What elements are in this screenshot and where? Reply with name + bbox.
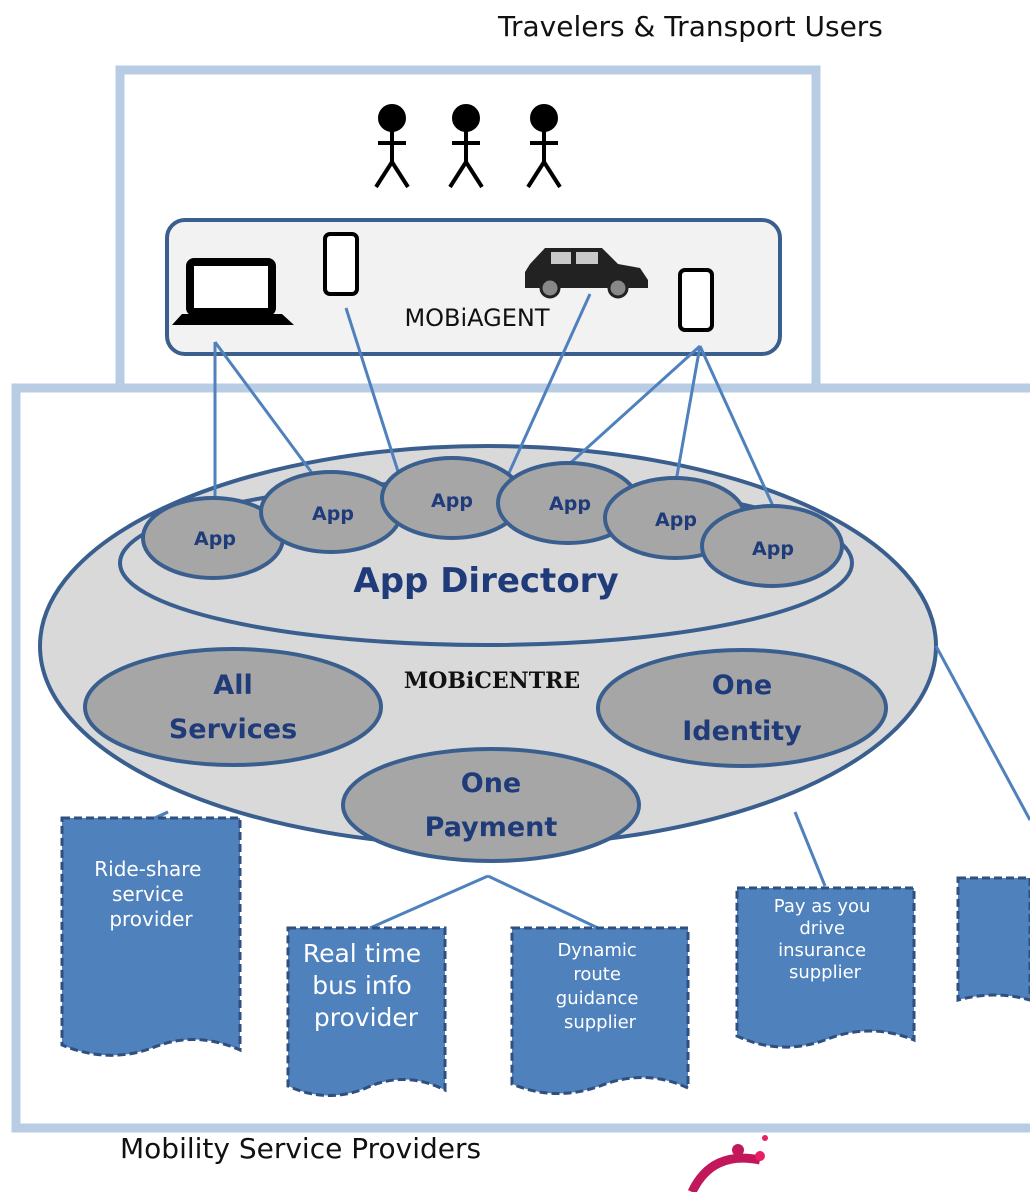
provider-dynamic-route [510,926,690,1095]
one-identity-label: Identity [682,716,802,747]
provider-ride-share-label: Ride-share service provider [94,857,207,931]
one-payment-label: One [461,768,522,799]
person-icon [374,104,410,189]
one-identity-label: One [712,670,773,701]
app-label: App [655,509,697,531]
app-label: App [194,528,236,550]
app-label: App [312,503,354,525]
connection-lines [147,293,1030,930]
person-icon [526,104,562,189]
all-services-label: All [213,670,252,701]
logo-icon [687,1135,768,1192]
app-label: App [752,538,794,560]
mobicentre-label: MOBiCENTRE [404,668,580,694]
app-label: App [431,490,473,512]
person-icon [448,104,484,189]
mobiagent-label: MOBiAGENT [404,304,549,332]
provider-pay-as-you-drive [735,886,916,1049]
all-services-ellipse [83,647,383,767]
provider-dynamic-route-label: Dynamic route guidance supplier [556,940,644,1033]
mobiagent-box [165,218,782,356]
travelers-title: Travelers & Transport Users [498,10,883,43]
one-payment-ellipse [341,747,641,863]
laptop-icon [172,258,294,325]
app-label: App [549,493,591,515]
providers-title: Mobility Service Providers [120,1132,482,1165]
smartphone-icon [323,232,359,296]
provider-partial [956,876,1030,1002]
all-services-label: Services [169,714,297,745]
car-icon [525,248,648,299]
provider-pay-as-you-drive-label: Pay as you drive insurance supplier [774,896,876,983]
one-identity-ellipse [596,648,888,768]
app-directory-label: App Directory [353,561,618,601]
one-payment-label: Payment [425,812,558,843]
provider-ride-share [60,816,242,1057]
smartphone-icon [678,268,714,332]
provider-real-time-bus-label: Real time bus info provider [303,939,429,1032]
app-ellipse [700,504,844,588]
provider-real-time-bus [286,926,447,1097]
